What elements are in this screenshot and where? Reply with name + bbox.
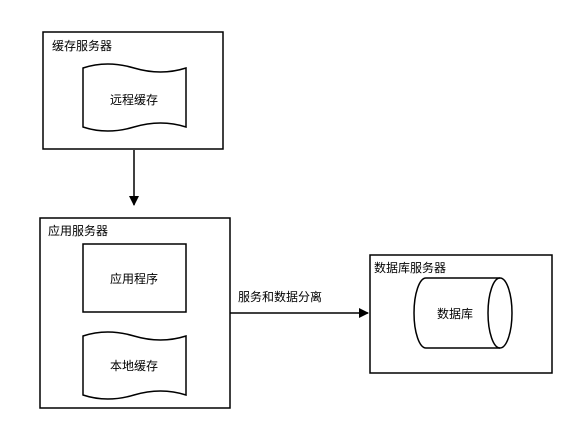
cache-server-container[interactable]: 缓存服务器 [42, 31, 224, 150]
cache-server-title: 缓存服务器 [52, 38, 112, 53]
app-to-db-label: 服务和数据分离 [238, 289, 322, 304]
app-server-title: 应用服务器 [48, 223, 108, 238]
application-node[interactable]: 应用程序 [82, 243, 187, 313]
local-cache-node[interactable]: 本地缓存 [82, 331, 187, 400]
database-node[interactable]: 数据库 [413, 277, 513, 349]
remote-cache-label: 远程缓存 [110, 92, 158, 107]
app-to-db-edge[interactable]: 服务和数据分离 [230, 289, 369, 318]
db-server-title: 数据库服务器 [374, 260, 446, 275]
local-cache-label: 本地缓存 [110, 359, 158, 373]
remote-cache-node[interactable]: 远程缓存 [82, 63, 187, 132]
database-label: 数据库 [437, 306, 473, 321]
application-label: 应用程序 [110, 271, 158, 286]
